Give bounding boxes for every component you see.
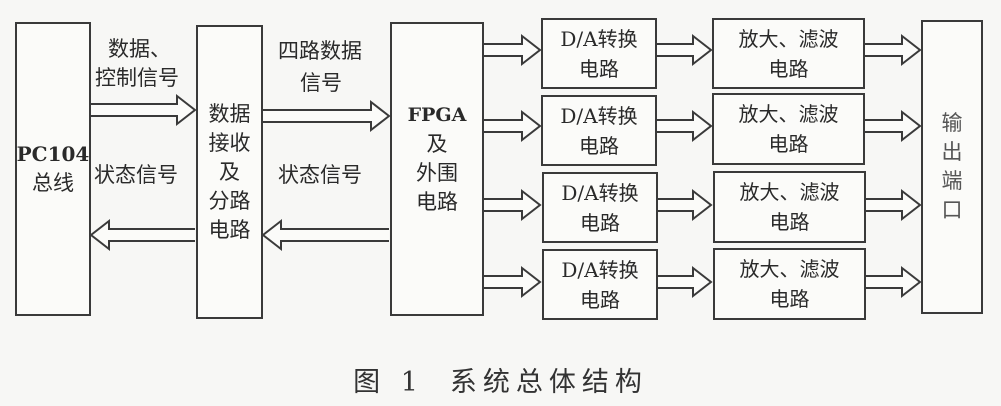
fpga-line-2: 及 (426, 132, 448, 156)
filter-label: 放大、滤波 (739, 180, 840, 204)
arrow-da-to-filter-3 (657, 188, 713, 222)
pc104-bus-block: PC104 总线 (15, 22, 91, 316)
arrow-filter-to-output-4 (865, 265, 922, 299)
da-converter-block-2: D/A转换 电路 (541, 95, 657, 166)
amp-filter-block-2: 放大、滤波 电路 (712, 93, 865, 165)
label-data-control-line1: 数据、 (108, 37, 171, 61)
arrow-fpga-to-da-4 (484, 265, 542, 299)
filter-label-2: 电路 (768, 56, 809, 81)
receiver-line-5: 电路 (208, 217, 251, 242)
output-line-1: 输 (941, 111, 963, 135)
arrow-fpga-to-receiver (261, 218, 389, 252)
fpga-line-4: 电路 (416, 190, 458, 214)
da-converter-block-3: D/A转换 电路 (542, 172, 658, 243)
data-receive-split-block: 数据 接收 及 分路 电路 (196, 25, 263, 319)
arrow-filter-to-output-2 (865, 109, 922, 143)
da-label-2: 电路 (580, 287, 620, 312)
label-status-to-pc: 状态信号 (94, 163, 178, 187)
label-four-channel-line1: 四路数据 (278, 39, 362, 63)
amp-filter-block-1: 放大、滤波 电路 (712, 18, 865, 89)
arrow-da-to-filter-1 (657, 33, 713, 67)
figure-number: 图 1 (353, 367, 424, 398)
receiver-line-3: 及 (219, 159, 240, 184)
arrow-fpga-to-da-1 (484, 33, 542, 67)
da-label: D/A转换 (561, 180, 639, 205)
output-line-4: 口 (941, 198, 963, 222)
arrow-fpga-to-da-3 (484, 188, 542, 222)
arrow-da-to-filter-4 (657, 265, 713, 299)
output-line-3: 端 (941, 169, 963, 193)
pc104-label: PC104 (16, 142, 90, 166)
da-label-2: 电路 (579, 133, 619, 158)
receiver-line-2: 接收 (208, 130, 251, 155)
receiver-line-4: 分路 (208, 188, 251, 213)
arrow-filter-to-output-3 (865, 188, 922, 222)
fpga-line-1: FPGA (407, 104, 467, 126)
arrow-pc-to-receiver (91, 93, 197, 127)
arrow-fpga-to-da-2 (484, 109, 542, 143)
da-label: D/A转换 (560, 103, 638, 128)
output-line-2: 出 (941, 140, 963, 164)
receiver-line-1: 数据 (208, 101, 251, 126)
arrow-filter-to-output-1 (865, 33, 922, 67)
amp-filter-block-4: 放大、滤波 电路 (713, 248, 866, 320)
da-label-2: 电路 (580, 210, 620, 235)
da-converter-block-4: D/A转换 电路 (542, 249, 658, 320)
fpga-block: FPGA 及 外围 电路 (390, 22, 484, 316)
da-converter-block-1: D/A转换 电路 (541, 18, 657, 89)
output-port-block: 输 出 端 口 (921, 20, 983, 314)
pc104-label-2: 总线 (32, 171, 74, 195)
filter-label-2: 电路 (769, 287, 810, 311)
filter-label: 放大、滤波 (738, 26, 839, 51)
arrow-da-to-filter-2 (657, 109, 713, 143)
filter-label: 放大、滤波 (739, 257, 840, 281)
figure-caption: 图 1 系统总体结构 (0, 360, 1001, 399)
figure-title: 系统总体结构 (449, 367, 648, 398)
label-status-to-rx: 状态信号 (278, 163, 362, 187)
filter-label: 放大、滤波 (738, 102, 839, 126)
fpga-line-3: 外围 (416, 161, 458, 185)
label-data-control-line2: 控制信号 (95, 66, 179, 90)
da-label-2: 电路 (579, 56, 619, 81)
arrow-receiver-to-fpga (263, 99, 391, 133)
filter-label-2: 电路 (769, 210, 810, 234)
arrow-receiver-to-pc (89, 218, 195, 252)
da-label: D/A转换 (560, 26, 638, 51)
da-label: D/A转换 (561, 257, 639, 282)
label-four-channel-line2: 信号 (300, 71, 342, 95)
filter-label-2: 电路 (768, 132, 809, 156)
amp-filter-block-3: 放大、滤波 电路 (713, 171, 866, 243)
